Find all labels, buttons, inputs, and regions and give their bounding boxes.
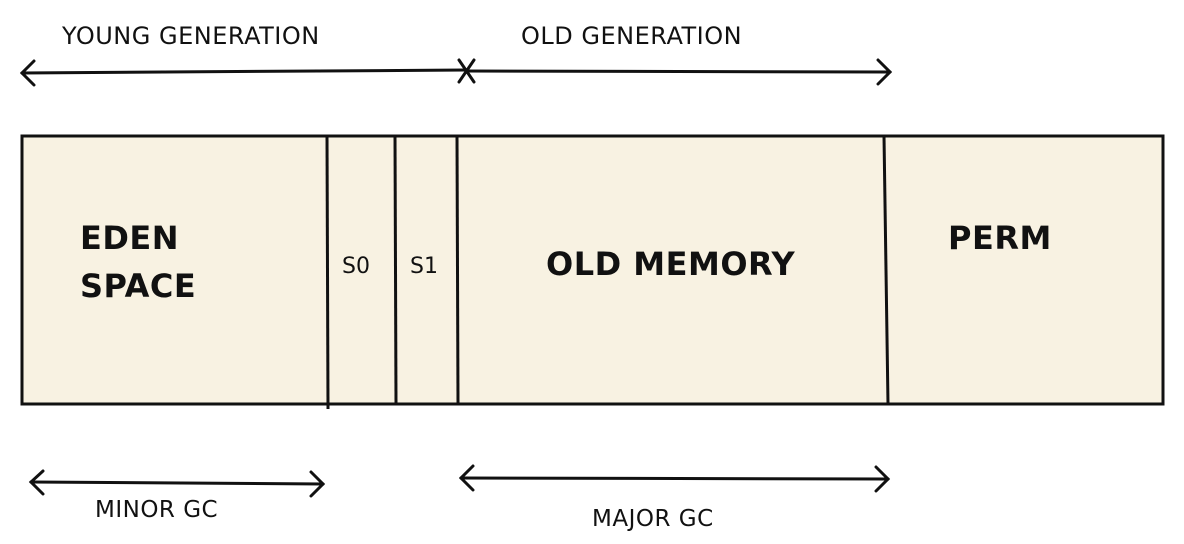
minor-gc-arrow bbox=[28, 469, 326, 498]
perm-label: PERM bbox=[948, 219, 1052, 257]
young-generation-arrow bbox=[19, 59, 468, 87]
old-generation-arrow bbox=[464, 58, 893, 86]
divider-old-perm bbox=[882, 135, 890, 405]
divider-s0-s1 bbox=[393, 135, 398, 405]
divider-s1-old bbox=[455, 135, 460, 405]
s0-label: S0 bbox=[342, 254, 370, 279]
eden-label-line2: SPACE bbox=[80, 267, 197, 305]
divider-eden-s0 bbox=[325, 135, 330, 410]
old-memory-label: OLD MEMORY bbox=[546, 245, 796, 283]
heap-bar bbox=[20, 134, 1165, 406]
major-gc-label: MAJOR GC bbox=[592, 506, 714, 532]
s1-label: S1 bbox=[410, 254, 438, 279]
eden-space-label: EDEN SPACE bbox=[80, 214, 196, 310]
minor-gc-label: MINOR GC bbox=[95, 497, 219, 523]
old-generation-label: OLD GENERATION bbox=[521, 22, 743, 50]
young-generation-label: YOUNG GENERATION bbox=[62, 22, 320, 50]
major-gc-arrow bbox=[458, 464, 891, 493]
eden-label-line1: EDEN bbox=[80, 219, 180, 257]
